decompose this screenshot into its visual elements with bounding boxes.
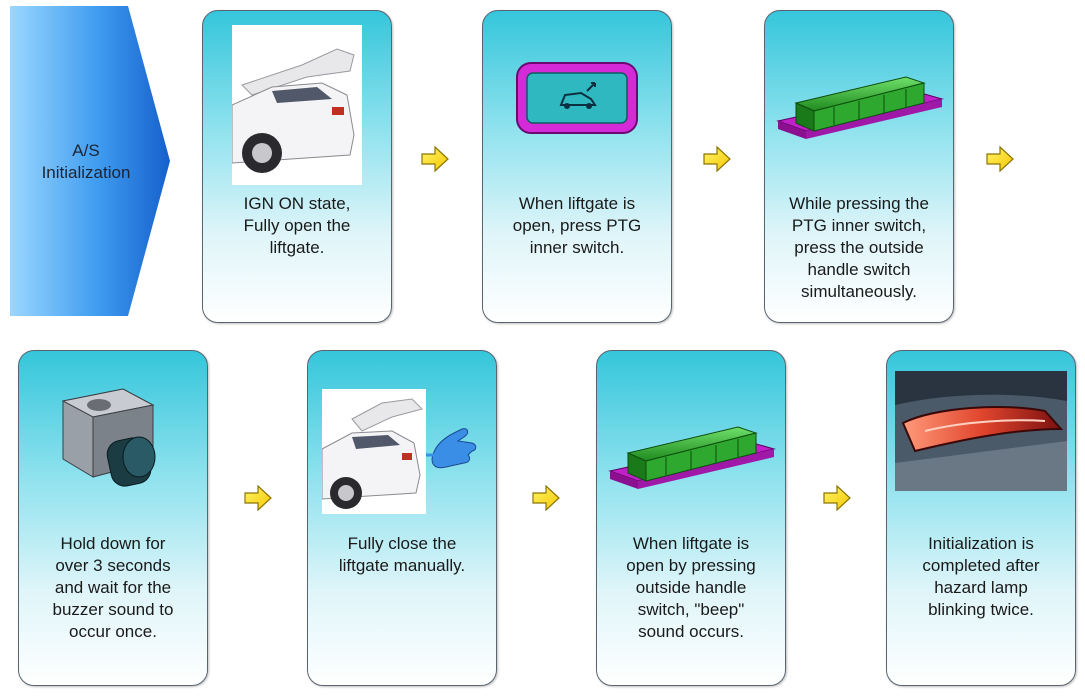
arrow-right-icon xyxy=(822,483,852,513)
caption-line: open by pressing xyxy=(626,556,756,575)
arrow-right-icon xyxy=(531,483,561,513)
caption-line: buzzer sound to xyxy=(52,600,174,619)
arrow-right-icon xyxy=(420,144,450,174)
ptg-inner-switch-icon xyxy=(515,61,639,135)
step-card-4: Hold down for over 3 seconds and wait fo… xyxy=(18,350,208,686)
banner-title: A/S Initialization xyxy=(10,140,162,184)
step-caption: Hold down for over 3 seconds and wait fo… xyxy=(25,533,201,643)
caption-line: outside handle xyxy=(635,578,747,597)
outside-handle-switch-icon xyxy=(606,411,776,501)
caption-line: PTG inner switch, xyxy=(791,216,927,235)
caption-line: Fully close the xyxy=(347,534,457,553)
step-caption: Initialization is completed after hazard… xyxy=(893,533,1069,621)
caption-line: and wait for the xyxy=(54,578,172,597)
step-caption: IGN ON state, Fully open the liftgate. xyxy=(209,193,385,259)
caption-line: inner switch. xyxy=(529,238,625,257)
step-caption: When liftgate is open by pressing outsid… xyxy=(603,533,779,643)
caption-line: open, press PTG xyxy=(512,216,642,235)
a-s-initialization-banner: A/S Initialization xyxy=(10,6,170,316)
step-card-5: Fully close the liftgate manually. xyxy=(307,350,497,686)
step-card-2: When liftgate is open, press PTG inner s… xyxy=(482,10,672,323)
caption-line: blinking twice. xyxy=(928,600,1034,619)
caption-line: hazard lamp xyxy=(934,578,1028,597)
step-caption: When liftgate is open, press PTG inner s… xyxy=(489,193,665,259)
outside-handle-switch-icon xyxy=(774,61,944,151)
caption-line: switch, "beep" xyxy=(637,600,745,619)
caption-line: press the outside xyxy=(794,238,924,257)
chevron-arrow-icon xyxy=(10,6,170,316)
arrow-right-icon xyxy=(243,483,273,513)
arrow-right-icon xyxy=(702,144,732,174)
step-card-1: IGN ON state, Fully open the liftgate. xyxy=(202,10,392,323)
banner-line: A/S xyxy=(72,141,100,160)
caption-line: simultaneously. xyxy=(801,282,917,301)
caption-line: occur once. xyxy=(69,622,157,641)
caption-line: liftgate. xyxy=(269,238,325,257)
caption-line: IGN ON state, xyxy=(243,194,351,213)
caption-line: handle switch xyxy=(807,260,911,279)
step-card-3: While pressing the PTG inner switch, pre… xyxy=(764,10,954,323)
caption-line: When liftgate is xyxy=(518,194,636,213)
caption-line: over 3 seconds xyxy=(55,556,171,575)
caption-line: When liftgate is xyxy=(632,534,750,553)
step-caption: While pressing the PTG inner switch, pre… xyxy=(771,193,947,303)
hazard-lamp-icon xyxy=(895,371,1067,491)
car-close-liftgate-icon xyxy=(321,389,482,514)
step-card-6: When liftgate is open by pressing outsid… xyxy=(596,350,786,686)
caption-line: Initialization is xyxy=(928,534,1034,553)
caption-line: Hold down for xyxy=(60,534,166,553)
caption-line: liftgate manually. xyxy=(338,556,466,575)
car-open-liftgate-icon xyxy=(231,25,362,185)
step-caption: Fully close the liftgate manually. xyxy=(314,533,490,577)
caption-line: sound occurs. xyxy=(638,622,744,641)
caption-line: completed after xyxy=(922,556,1040,575)
banner-line: Initialization xyxy=(41,163,131,182)
caption-line: Fully open the xyxy=(243,216,351,235)
caption-line: While pressing the xyxy=(789,194,929,213)
buzzer-icon xyxy=(53,381,173,511)
arrow-right-icon xyxy=(985,144,1015,174)
step-card-7: Initialization is completed after hazard… xyxy=(886,350,1076,686)
